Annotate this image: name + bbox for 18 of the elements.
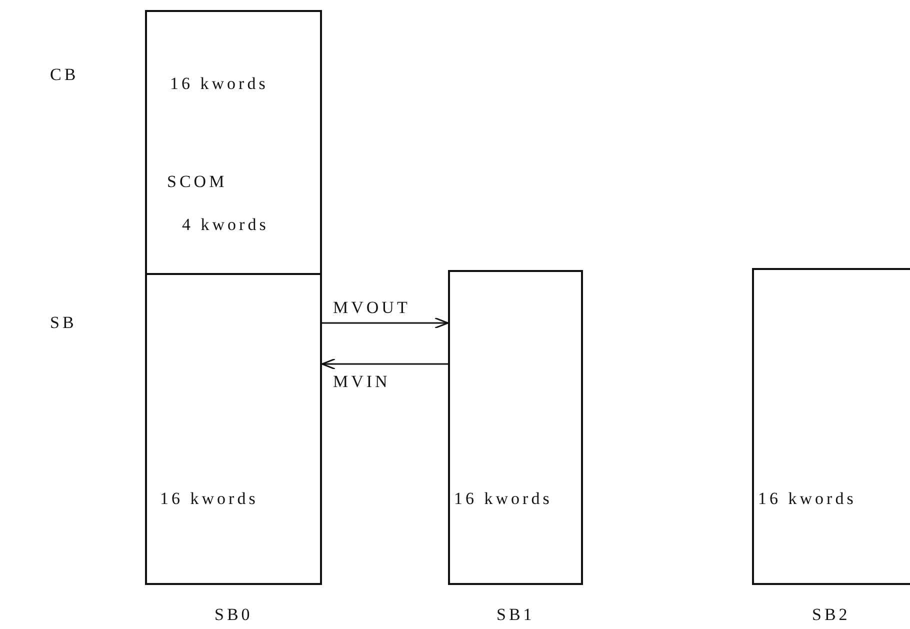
block-name: SCOM [167,172,228,192]
region-label: SB [50,313,77,333]
region-label: CB [50,65,79,85]
arrow [321,358,448,370]
block-size-text: 16 kwords [454,489,552,509]
block-size-text: 16 kwords [170,74,268,94]
block-size-text: 4 kwords [182,215,269,235]
block-caption: SB2 [812,605,850,625]
block-size-text: 16 kwords [160,489,258,509]
memory-block [145,10,322,150]
block-caption: SB0 [214,605,253,625]
memory-block [145,148,322,275]
block-caption: SB1 [496,605,535,625]
memory-block [448,270,583,585]
block-size-text: 16 kwords [758,489,856,509]
memory-block [752,268,910,585]
arrow [322,317,449,329]
memory-block [145,273,322,585]
